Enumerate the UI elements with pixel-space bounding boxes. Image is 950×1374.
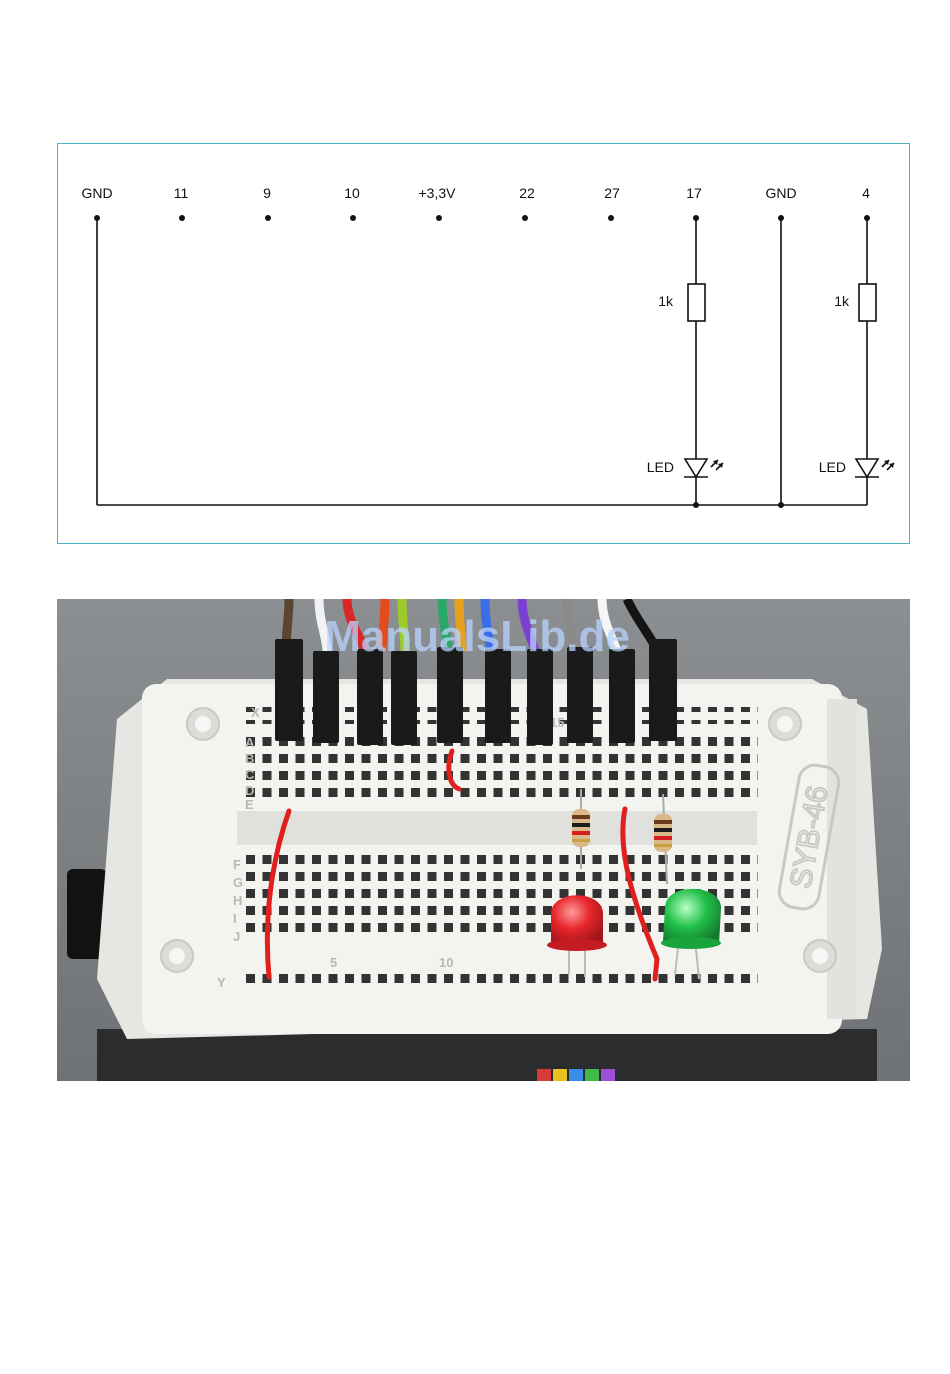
hole-row-y [243, 971, 758, 988]
row-letter: G [233, 875, 243, 890]
raspberry-pi-board [97, 1029, 877, 1081]
row-letter: E [245, 797, 254, 812]
row-letter: J [233, 929, 240, 944]
row-letter: H [233, 893, 242, 908]
schematic-frame [57, 143, 910, 544]
pi-header-wires [537, 1069, 615, 1081]
column-number: 10 [439, 955, 453, 970]
column-number: 5 [330, 955, 337, 970]
row-letter: Y [217, 975, 226, 990]
row-letter: X [251, 705, 260, 720]
row-letter: F [233, 857, 241, 872]
row-letter: B [245, 751, 254, 766]
row-letter: D [245, 783, 254, 798]
row-letter: A [245, 735, 255, 750]
row-letter: C [245, 767, 255, 782]
center-channel [237, 811, 757, 845]
hole-grid-top [243, 734, 758, 802]
breadboard-photo: X A B C D E F G H I J Y 5 10 15 SYB-46 [57, 599, 910, 1081]
watermark: ManualsLib.de [324, 612, 630, 661]
row-letter: I [233, 911, 237, 926]
